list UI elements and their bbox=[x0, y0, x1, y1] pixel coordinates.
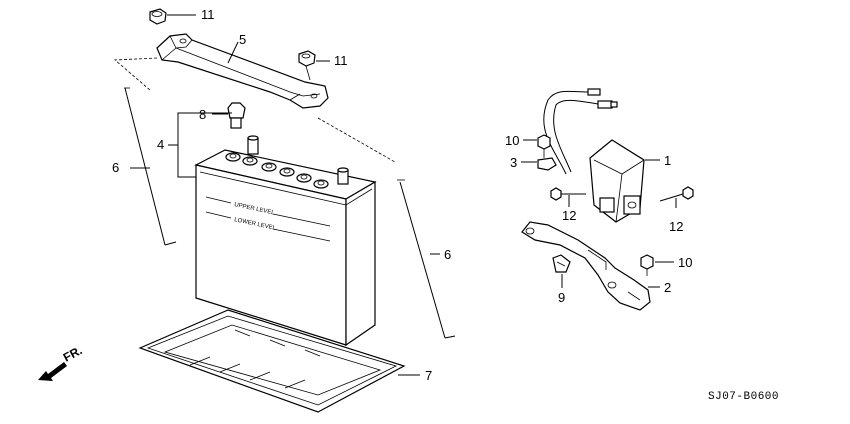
nut-11-top bbox=[149, 8, 167, 25]
bolt-12-right bbox=[659, 186, 694, 202]
callout-4: 4 bbox=[157, 137, 164, 152]
callout-12-left: 12 bbox=[562, 208, 576, 223]
callout-5: 5 bbox=[239, 32, 246, 47]
hold-down-rod-right bbox=[397, 179, 456, 339]
callout-11-top: 11 bbox=[201, 7, 215, 22]
assembly-line-left bbox=[113, 57, 158, 91]
battery: UPPER LEVEL LOWER LEVEL bbox=[194, 135, 377, 347]
wire-harness bbox=[543, 88, 618, 175]
callout-8: 8 bbox=[199, 107, 206, 122]
callout-11-right: 11 bbox=[334, 53, 348, 68]
assembly-line-right bbox=[317, 117, 396, 163]
battery-hold-down-bracket bbox=[156, 33, 329, 109]
bolt-10-lower bbox=[640, 254, 654, 276]
callout-12-right: 12 bbox=[669, 219, 683, 234]
callout-1: 1 bbox=[664, 153, 671, 168]
bolt-10-upper bbox=[537, 134, 551, 158]
callout-7-label: 7 bbox=[425, 368, 432, 383]
front-label: FR. bbox=[61, 343, 85, 364]
battery-cell-caps bbox=[225, 152, 329, 189]
battery-tray bbox=[138, 309, 406, 413]
igniter-unit bbox=[589, 139, 645, 223]
callout-10-upper: 10 bbox=[505, 133, 519, 148]
callout-6-left: 6 bbox=[112, 160, 119, 175]
callout-2: 2 bbox=[664, 280, 671, 295]
front-direction-arrow: FR. bbox=[38, 343, 84, 381]
hold-down-rod-left bbox=[124, 87, 177, 246]
vent-cap-8 bbox=[227, 102, 246, 129]
callout-9: 9 bbox=[558, 290, 565, 305]
callout-6-right: 6 bbox=[444, 247, 451, 262]
callout-10-lower: 10 bbox=[678, 255, 692, 270]
nut-11-right bbox=[298, 50, 316, 81]
clip-3 bbox=[537, 157, 557, 171]
bolt-12-left bbox=[550, 187, 586, 201]
clip-9 bbox=[552, 254, 571, 273]
diagram-code: SJ07-B0600 bbox=[708, 391, 779, 403]
igniter-mounting-bracket bbox=[521, 221, 651, 311]
callout-3: 3 bbox=[510, 155, 517, 170]
leader-5 bbox=[227, 41, 239, 64]
